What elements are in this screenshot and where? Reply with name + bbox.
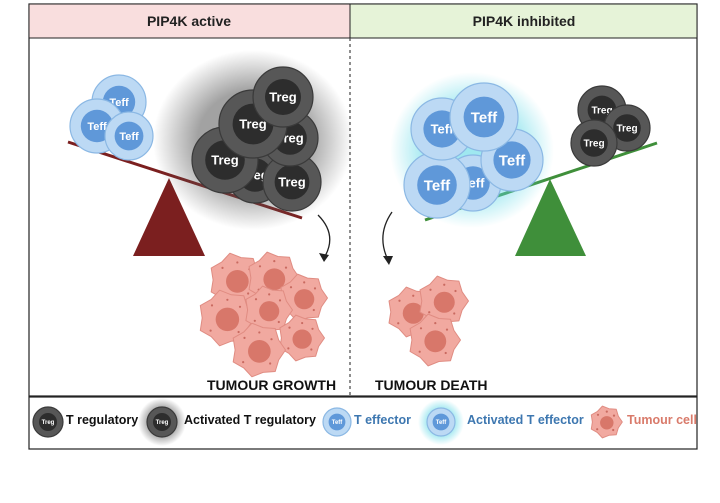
outcome-left: TUMOUR GROWTH bbox=[207, 377, 337, 393]
header-right bbox=[349, 3, 698, 39]
tumour-cell bbox=[409, 313, 461, 367]
cell-label: Treg bbox=[156, 420, 169, 426]
legend-label-tumour: Tumour cell bbox=[627, 413, 697, 427]
left-balance-fulcrum bbox=[133, 178, 205, 256]
arrow-right-head bbox=[383, 256, 393, 265]
arrow-left bbox=[317, 214, 331, 259]
teff-cell: Teff bbox=[449, 82, 519, 152]
cell-label: Treg bbox=[42, 420, 55, 426]
right-balance-fulcrum bbox=[515, 179, 586, 256]
arrow-left-head bbox=[319, 253, 329, 262]
header-left bbox=[28, 3, 351, 39]
legend-teff-icon: Teff bbox=[322, 407, 352, 437]
panel-title-right: PIP4K inhibited bbox=[472, 13, 576, 29]
legend-treg-icon: Treg bbox=[32, 406, 64, 438]
treg-cell: Treg bbox=[252, 66, 314, 128]
cell-label: Treg bbox=[211, 153, 239, 168]
cell-label: Treg bbox=[239, 117, 267, 132]
tumour-cell bbox=[245, 285, 293, 335]
legend-activated-teff-icon: Teff bbox=[426, 407, 456, 437]
teff-cell: Teff bbox=[403, 151, 471, 219]
legend-label-teff: T effector bbox=[354, 413, 411, 427]
cell-label: Treg bbox=[616, 124, 637, 135]
outcome-right: TUMOUR DEATH bbox=[375, 377, 488, 393]
cell-label: Teff bbox=[471, 109, 498, 126]
cell-label: Treg bbox=[583, 139, 604, 150]
legend-label-treg: T regulatory bbox=[66, 413, 139, 427]
cell-label: Teff bbox=[119, 131, 139, 143]
tumour-cell bbox=[419, 275, 469, 327]
legend-activated-treg-icon: Treg bbox=[146, 406, 178, 438]
cell-label: Treg bbox=[278, 175, 306, 190]
treg-cell: Treg bbox=[570, 119, 618, 167]
main-frame bbox=[28, 3, 698, 397]
tumour-cell bbox=[590, 405, 623, 439]
legend-label-activated-teff: Activated T effector bbox=[467, 413, 584, 427]
cell-label: Teff bbox=[87, 121, 107, 133]
treg-cell: Treg bbox=[262, 152, 322, 212]
cell-label: Teff bbox=[332, 420, 344, 426]
cell-label: Teff bbox=[499, 152, 526, 169]
tumour-group bbox=[199, 251, 469, 378]
cell-label: Treg bbox=[591, 106, 612, 117]
teff-cell: Teff bbox=[104, 111, 154, 161]
cell-label: Teff bbox=[424, 177, 451, 194]
cell-label: Treg bbox=[269, 90, 297, 105]
tumour-cell bbox=[199, 289, 256, 347]
cell-label: Teff bbox=[436, 420, 448, 426]
legend-icons: Treg Treg Teff Teff bbox=[32, 398, 623, 446]
tumour-cell bbox=[279, 314, 325, 362]
cell-label: Teff bbox=[431, 122, 455, 137]
legend-label-activated-treg: Activated T regulatory bbox=[184, 413, 316, 427]
panel-title-left: PIP4K active bbox=[146, 13, 232, 29]
tumour-cell bbox=[232, 322, 286, 378]
arrow-right bbox=[382, 211, 393, 261]
